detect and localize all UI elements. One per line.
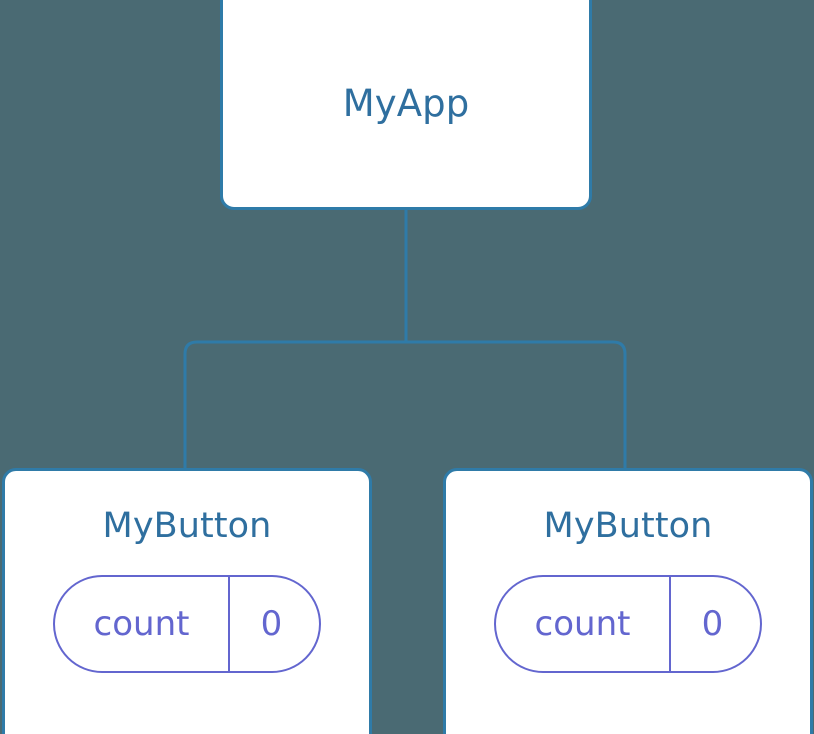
- node-mybutton-0[interactable]: MyButton count 0: [2, 468, 372, 734]
- node-mybutton-1[interactable]: MyButton count 0: [443, 468, 813, 734]
- state-value-label: 0: [260, 604, 283, 644]
- state-pill[interactable]: count 0: [53, 575, 321, 673]
- edge-root-to-child-0: [183, 340, 406, 470]
- state-key-cell: count: [55, 577, 230, 671]
- state-key-cell: count: [496, 577, 671, 671]
- state-key-label: count: [534, 604, 631, 644]
- edge-root-to-child-1: [406, 340, 627, 470]
- state-value-cell: 0: [230, 577, 319, 671]
- state-key-label: count: [93, 604, 190, 644]
- node-myapp[interactable]: MyApp: [220, 0, 592, 210]
- state-pill[interactable]: count 0: [494, 575, 762, 673]
- node-title: MyButton: [102, 506, 272, 546]
- state-value-cell: 0: [671, 577, 760, 671]
- node-title: MyApp: [342, 81, 470, 125]
- state-value-label: 0: [701, 604, 724, 644]
- node-title: MyButton: [543, 506, 713, 546]
